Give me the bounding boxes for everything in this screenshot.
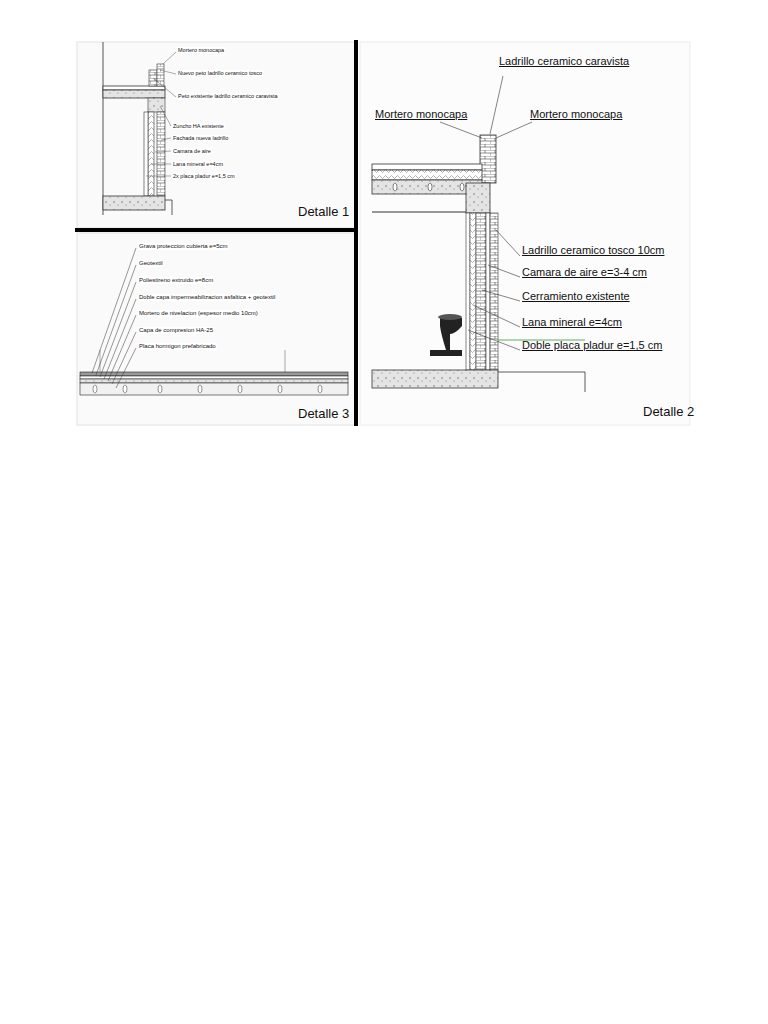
part-label: Camara de aire [172,148,212,154]
layer-label: Doble capa impermeabilizacion asfaltica … [138,294,276,301]
part-label: Doble placa pladur e=1,5 cm [522,339,662,351]
part-label: Mortero monocapa [177,47,225,53]
detail-title: Detalle 1 [298,205,349,219]
layer-label: Mortero de nivelacion (espesor medio 10c… [138,310,259,317]
layer-label: Grava proteccion cubierta e=5cm [138,243,229,250]
part-label: Ladrillo ceramico caravista [499,55,629,67]
part-label: Mortero monocapa [530,108,622,120]
layer-label: Geotextil [138,260,164,267]
part-label: Cerramiento existente [522,290,630,302]
part-label: Ladrillo ceramico tosco 10cm [522,244,664,256]
part-label: Nuevo peto ladrillo ceramico tosco [177,70,263,76]
layer-label: Poliestireno extruido e=8cm [138,277,214,284]
detail-title: Detalle 3 [298,407,349,421]
part-label: Fachada nueva ladrillo [172,135,229,141]
part-label: 2x placa pladur e=1,5 cm [172,173,236,179]
part-label: Mortero monocapa [375,108,467,120]
part-label: Peto existente ladrillo ceramico caravis… [177,93,279,99]
layer-label: Capa de compresion HA-25 [138,327,214,334]
part-label: Lana mineral e=4cm [172,161,224,167]
part-label: Lana mineral e=4cm [522,316,622,328]
layer-label: Placa hormigon prefabricado [138,343,217,350]
part-label: Zuncho HA existente [172,123,225,129]
detail-title: Detalle 2 [643,405,694,419]
part-label: Camara de aire e=3-4 cm [522,266,647,278]
